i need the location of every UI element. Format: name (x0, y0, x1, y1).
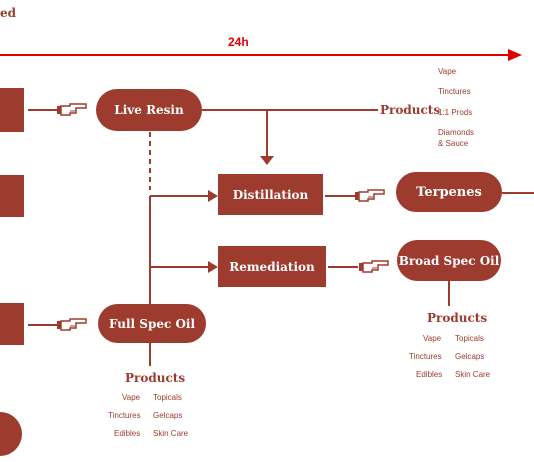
left-clipped-circle (0, 412, 22, 456)
timeline-arrow (0, 49, 522, 61)
full-spec-product-gelcaps: Gelcaps (153, 411, 183, 420)
broad-spec-product-topicals: Topicals (455, 334, 484, 343)
node-distillation: Distillation (218, 174, 323, 215)
hand-pointer-icon (355, 189, 385, 202)
full-spec-product-tinctures: Tinctures (108, 411, 141, 420)
corner-title-fragment: ed (0, 6, 17, 20)
left-clipped-box-2 (0, 175, 24, 217)
left-clipped-box-3 (0, 303, 24, 345)
broad-spec-product-edibles: Edibles (416, 370, 443, 379)
node-terpenes: Terpenes (396, 172, 502, 212)
node-live-resin: Live Resin (96, 89, 202, 131)
broad-spec-product-vape: Vape (423, 334, 442, 343)
broad-spec-product-skin-care: Skin Care (455, 370, 491, 379)
broad-spec-products-heading: Products (427, 311, 488, 325)
full-spec-products-heading: Products (125, 371, 186, 385)
arrowhead-right-2 (208, 261, 218, 273)
live-resin-product-vape: Vape (438, 67, 457, 76)
left-clipped-box-1 (0, 88, 24, 132)
full-spec-product-edibles: Edibles (114, 429, 141, 438)
broad-spec-product-tinctures: Tinctures (409, 352, 442, 361)
live-resin-product-1-1: 1:1 Prods (438, 108, 473, 117)
timeline-arrow-head (508, 49, 522, 61)
full-spec-product-topicals: Topicals (153, 393, 182, 402)
arrowhead-down (260, 156, 274, 165)
arrowhead-right-1 (208, 190, 218, 202)
full-spec-product-skin-care: Skin Care (153, 429, 189, 438)
node-full-spec-oil: Full Spec Oil (98, 304, 206, 343)
live-resin-products-heading: Products (380, 103, 441, 117)
timeline-label: 24h (228, 35, 249, 49)
hand-pointer-icon (57, 318, 87, 331)
broad-spec-product-gelcaps: Gelcaps (455, 352, 485, 361)
node-broad-spec-oil: Broad Spec Oil (397, 240, 501, 281)
node-remediation: Remediation (218, 246, 326, 287)
live-resin-product-diamonds: Diamonds (438, 128, 475, 137)
live-resin-product-sauce: & Sauce (438, 139, 469, 148)
hand-pointer-icon (359, 260, 389, 273)
hand-pointer-icon (57, 103, 87, 116)
full-spec-product-vape: Vape (122, 393, 141, 402)
live-resin-product-tinctures: Tinctures (438, 87, 471, 96)
